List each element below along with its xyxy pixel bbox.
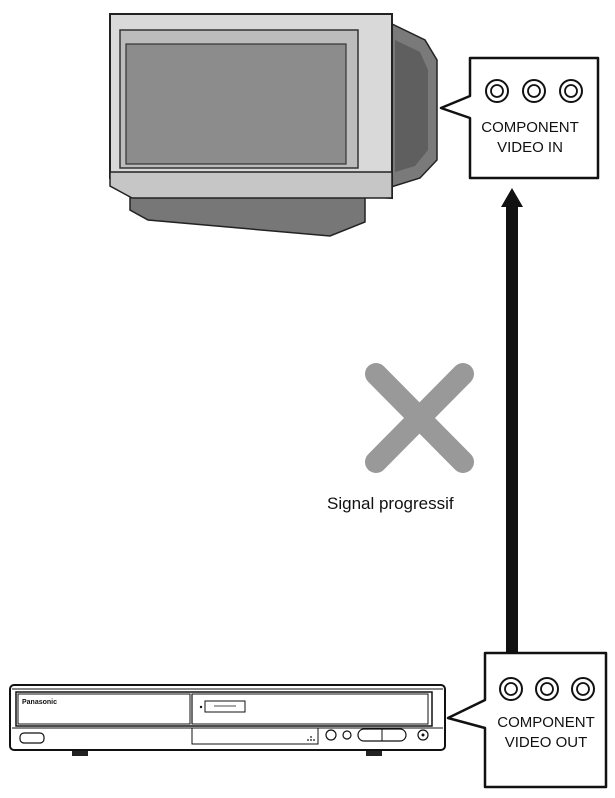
tv-jack-1 bbox=[485, 79, 509, 103]
sd-card-slot bbox=[204, 700, 246, 713]
tv-jack-3 bbox=[559, 79, 583, 103]
recorder-disc-tray bbox=[191, 727, 319, 745]
tv-rear-shade bbox=[395, 40, 428, 172]
tv-bezel-lower bbox=[109, 171, 393, 199]
recorder-jack-2 bbox=[535, 677, 559, 701]
arrow-head bbox=[501, 188, 523, 207]
recorder-foot-right bbox=[366, 750, 382, 756]
recorder-foot-left bbox=[72, 750, 88, 756]
tv-panel-label-line1: COMPONENT bbox=[481, 119, 579, 136]
recorder-button-2 bbox=[342, 730, 352, 740]
recorder-panel-label-line1: COMPONENT bbox=[497, 714, 595, 731]
recorder-component-output-panel: COMPONENT VIDEO OUT bbox=[446, 651, 608, 789]
tv-screen bbox=[125, 43, 347, 165]
tv-jack-2 bbox=[522, 79, 546, 103]
recorder-button-1 bbox=[325, 729, 337, 741]
tv-component-input-panel: COMPONENT VIDEO IN bbox=[439, 56, 600, 180]
signal-label: Signal progressif bbox=[327, 494, 454, 513]
television-illustration bbox=[109, 13, 438, 237]
recorder-brand: Panasonic bbox=[22, 699, 57, 706]
cross-mark-icon bbox=[365, 363, 474, 473]
tv-panel-label-line2: VIDEO IN bbox=[497, 139, 563, 156]
recorder-jack-3 bbox=[571, 677, 595, 701]
recorder-panel-label-line2: VIDEO OUT bbox=[505, 734, 588, 751]
signal-arrow bbox=[501, 188, 523, 653]
recorder-power-button bbox=[19, 732, 45, 744]
recorder-callout-box bbox=[446, 651, 608, 789]
tv-base bbox=[129, 195, 366, 237]
arrow-shaft bbox=[506, 205, 518, 653]
recorder-illustration: Panasonic bbox=[9, 684, 446, 756]
tv-callout-box bbox=[439, 56, 600, 180]
recorder-brand-plate bbox=[17, 693, 191, 725]
recorder-jack-1 bbox=[499, 677, 523, 701]
